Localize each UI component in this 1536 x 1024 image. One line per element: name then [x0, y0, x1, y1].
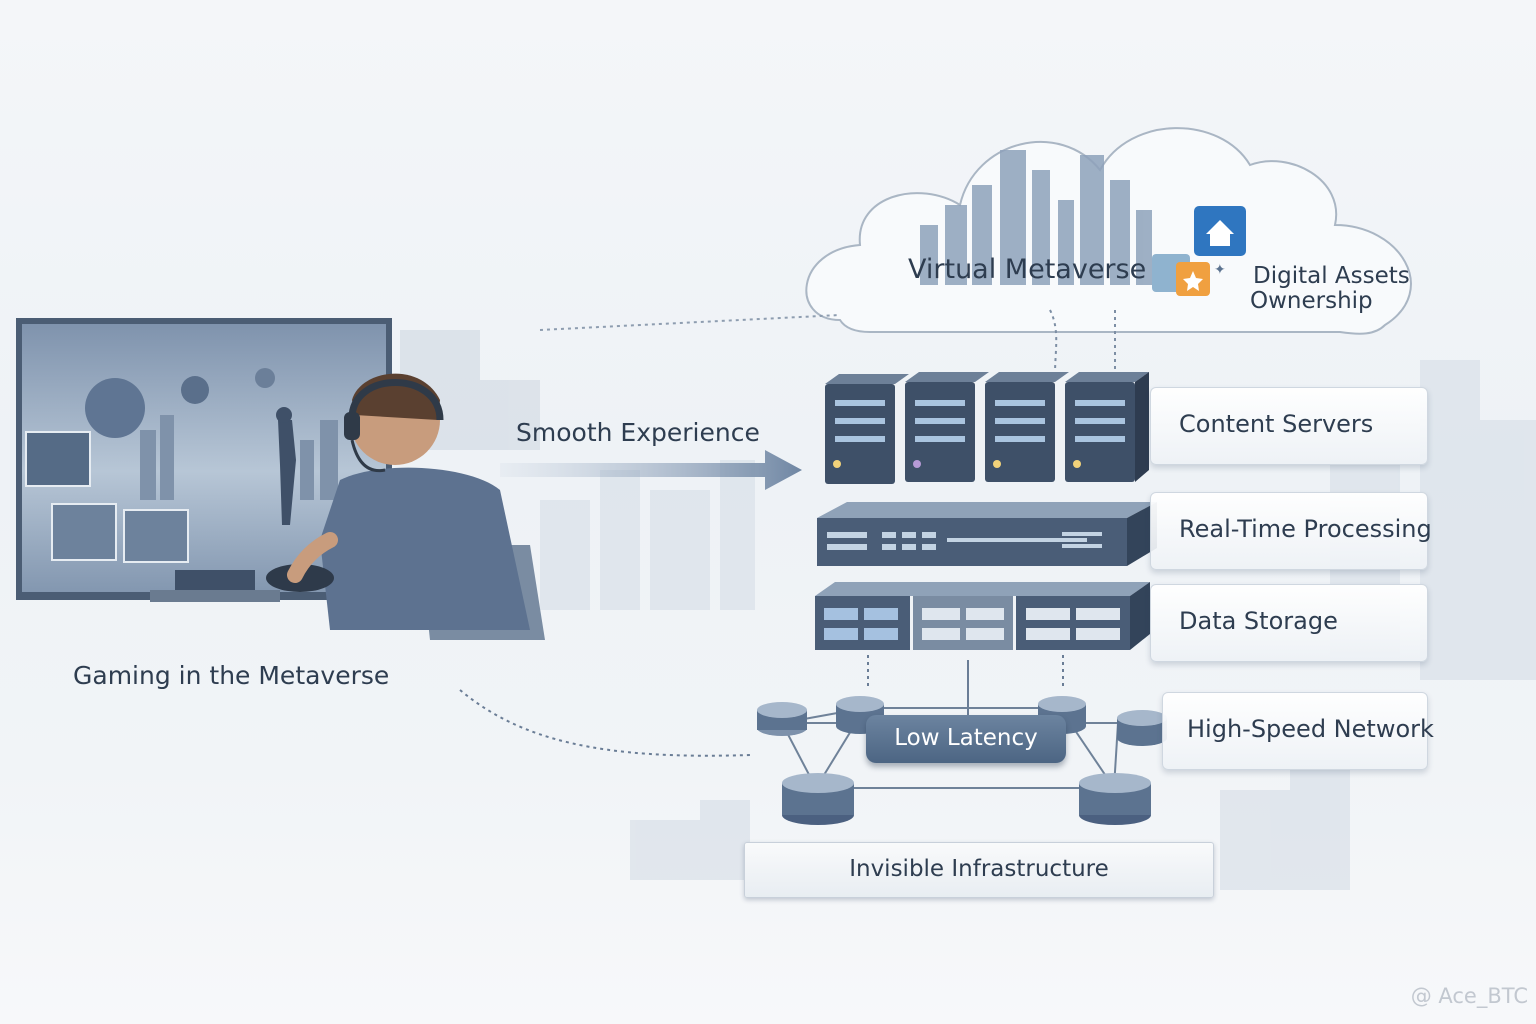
storage-array — [815, 582, 1150, 650]
svg-text:✦: ✦ — [1214, 262, 1226, 278]
processing-label: Real-Time Processing — [1179, 515, 1432, 543]
star-icon — [1183, 271, 1203, 291]
player-scene — [16, 318, 545, 640]
video-tile — [123, 509, 189, 563]
player-caption: Gaming in the Metaverse — [73, 661, 390, 690]
assets-label-line1: Digital Assets — [1253, 263, 1410, 289]
video-tile — [51, 503, 117, 561]
storage-panel: Data Storage — [1150, 584, 1428, 662]
headset-icon — [348, 379, 444, 421]
low-latency-badge: Low Latency — [866, 715, 1066, 763]
dotted-connector — [539, 314, 841, 331]
storage-label: Data Storage — [1179, 607, 1338, 635]
processing-panel: Real-Time Processing — [1150, 492, 1432, 570]
assets-label-line2: Ownership — [1250, 288, 1373, 314]
asset-icons: ✦ — [1152, 206, 1246, 296]
content-servers-panel: Content Servers — [1150, 387, 1428, 465]
planet-icon — [85, 378, 145, 438]
cloud-title: Virtual Metaverse — [908, 254, 1147, 285]
storage-unit — [815, 596, 910, 650]
watermark: @ Ace_BTC — [1410, 984, 1528, 1008]
infrastructure-label: Invisible Infrastructure — [849, 856, 1109, 882]
avatar-figure — [278, 420, 296, 525]
dotted-connector — [1049, 309, 1058, 376]
server-unit — [825, 384, 895, 484]
latency-label: Low Latency — [894, 725, 1038, 751]
cloud-city-icon — [920, 150, 1152, 285]
cloud-diagram — [805, 127, 1412, 335]
content-servers-label: Content Servers — [1179, 410, 1374, 438]
content-server-rack — [825, 372, 1149, 484]
infrastructure-base: Invisible Infrastructure — [744, 842, 1214, 898]
monitor-stand — [150, 590, 280, 602]
gamer-body — [320, 467, 530, 630]
dotted-connector — [459, 689, 751, 757]
processing-switch — [817, 502, 1157, 566]
flow-label: Smooth Experience — [516, 418, 760, 447]
flow-arrow-icon — [500, 450, 802, 490]
network-label: High-Speed Network — [1187, 715, 1434, 743]
video-tile — [25, 431, 91, 487]
network-panel: High-Speed Network — [1162, 692, 1434, 770]
